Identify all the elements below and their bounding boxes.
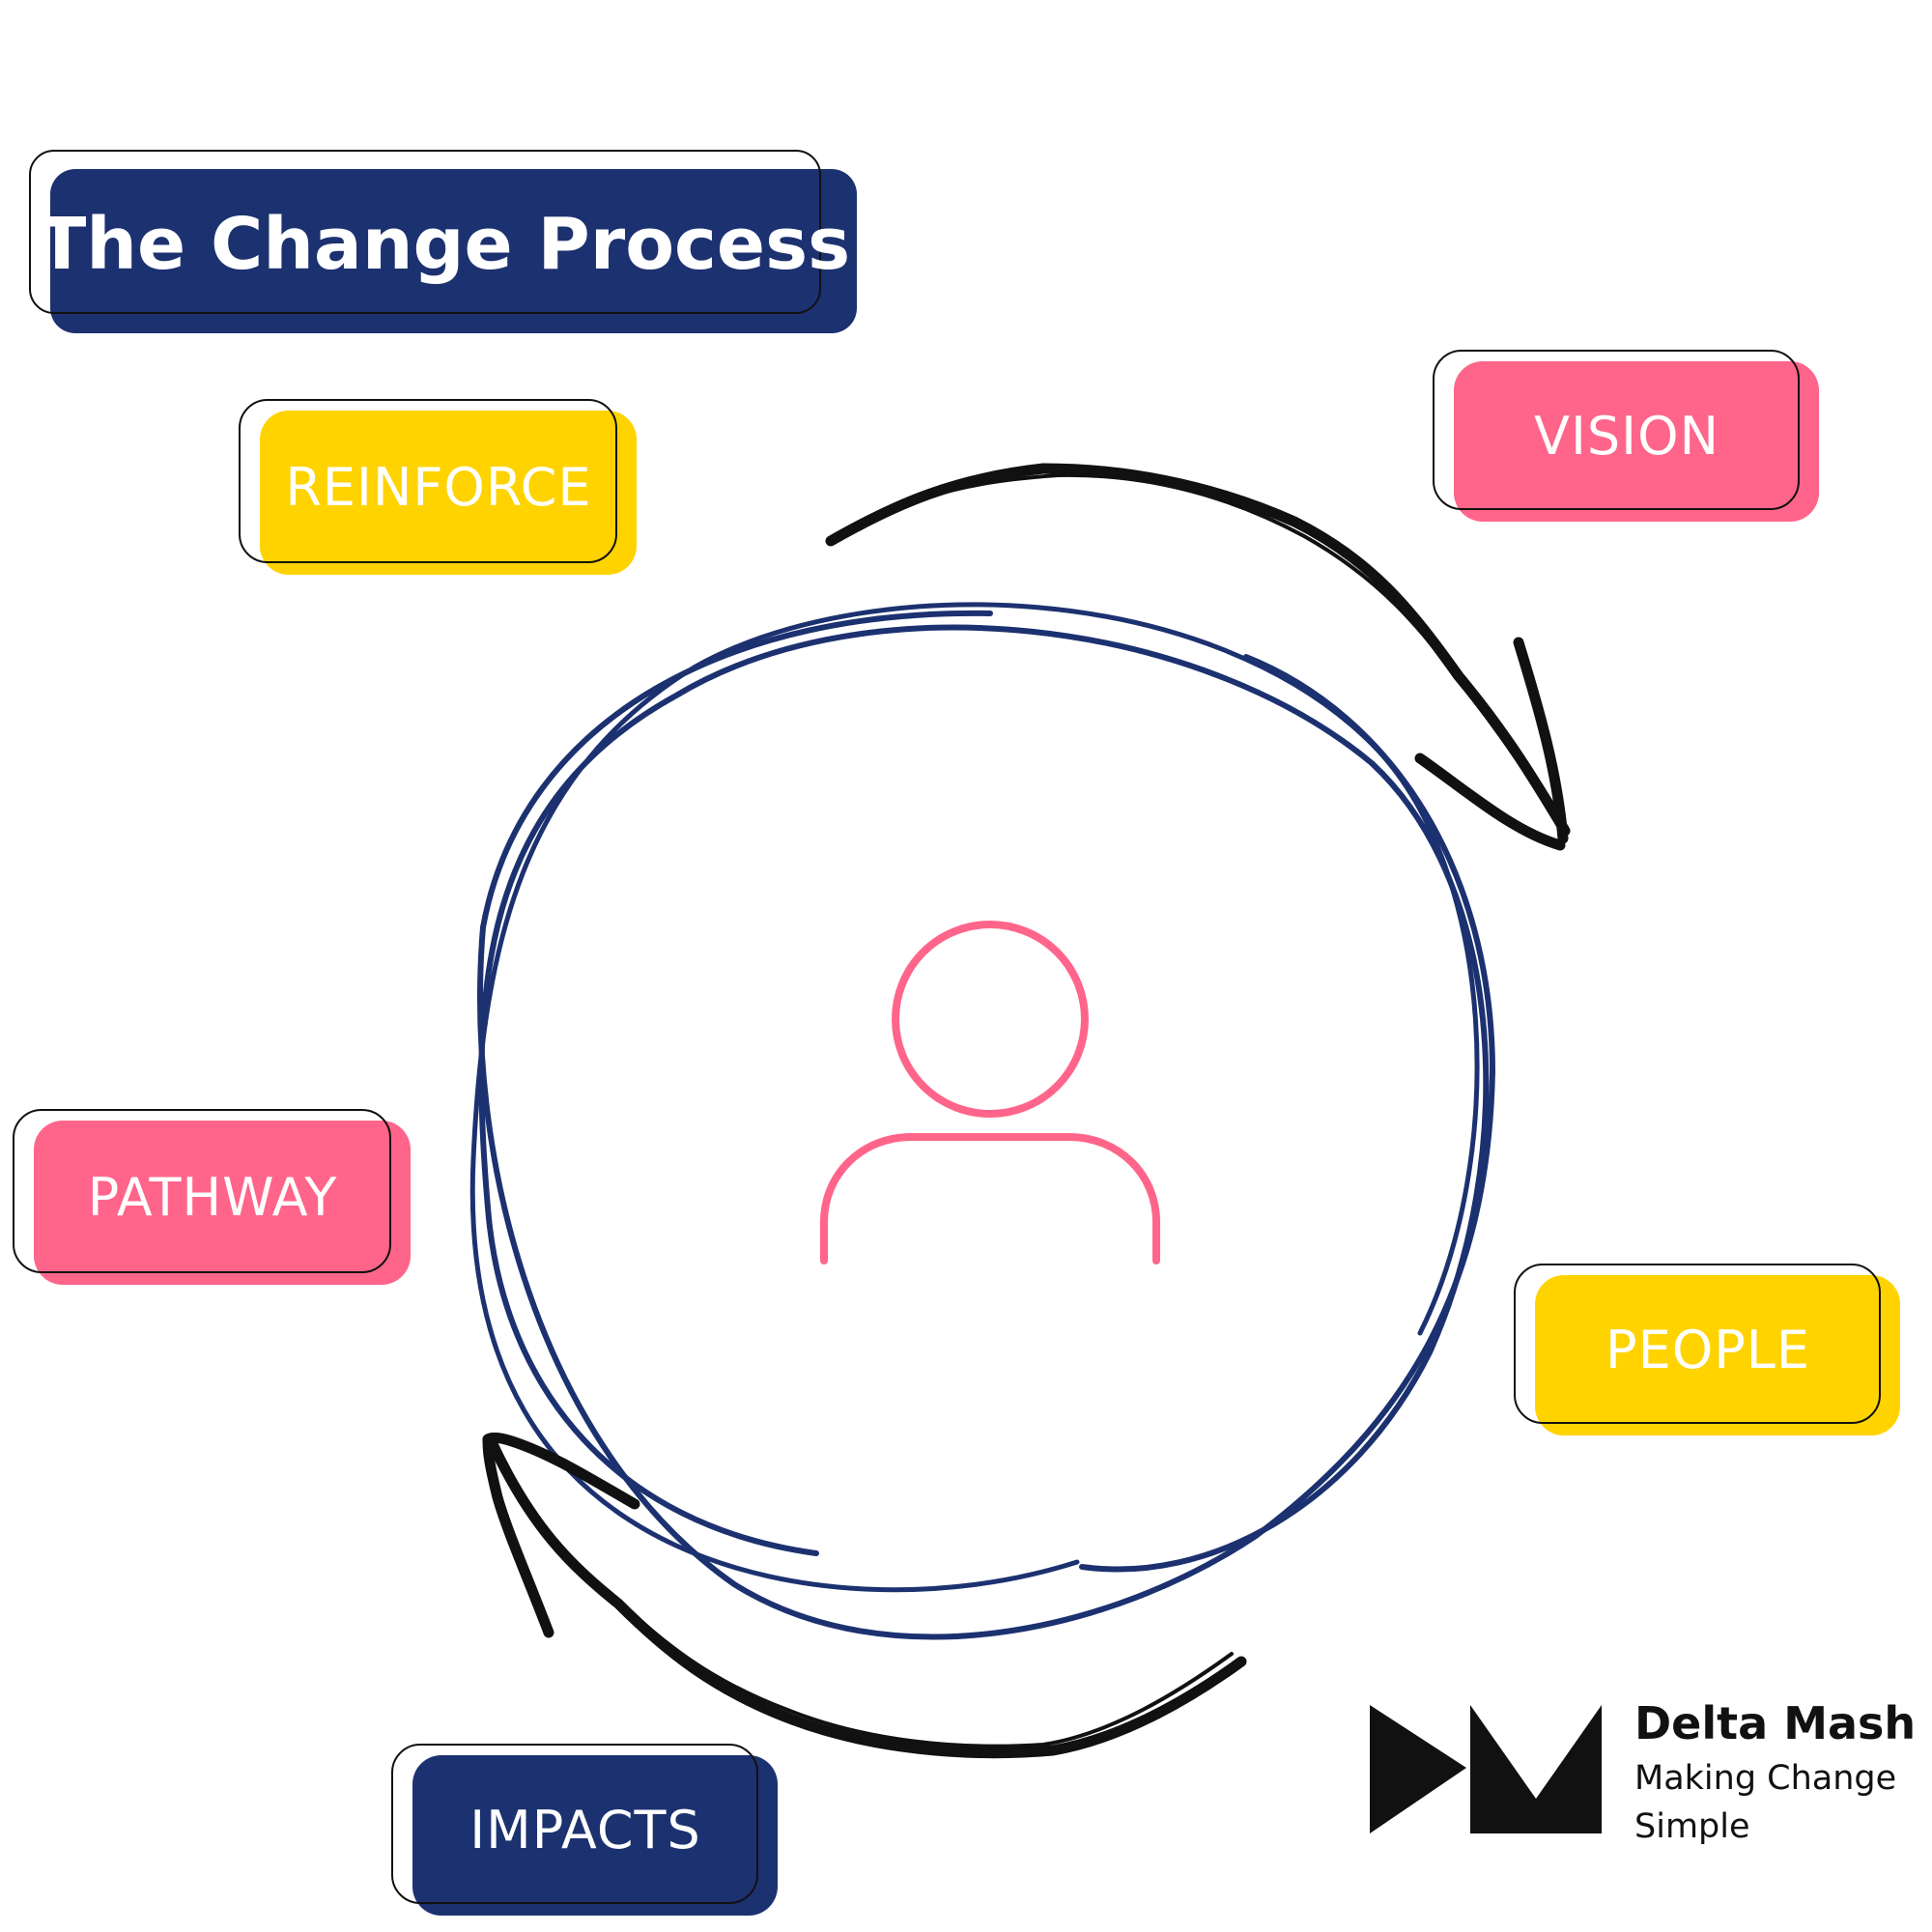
stage-impacts-label: IMPACTS bbox=[469, 1799, 701, 1861]
brand-name: Delta Mash bbox=[1634, 1697, 1917, 1749]
stage-pathway-fill bbox=[34, 1121, 411, 1285]
delta-mash-logo bbox=[1370, 1705, 1602, 1833]
title-fill bbox=[50, 169, 857, 333]
stage-impacts-outline bbox=[391, 1744, 758, 1904]
stage-vision-outline bbox=[1433, 350, 1800, 510]
stage-pathway-label: PATHWAY bbox=[87, 1166, 338, 1228]
stage-reinforce-fill bbox=[260, 411, 637, 575]
stage-vision-label: VISION bbox=[1534, 405, 1719, 467]
title-outline bbox=[29, 150, 821, 314]
stage-reinforce-label: REINFORCE bbox=[285, 456, 592, 518]
person-icon bbox=[820, 921, 1160, 1264]
arrow-bottom-left-icon bbox=[482, 1432, 1247, 1759]
cycle-circle bbox=[469, 602, 1496, 1640]
stage-impacts-fill bbox=[412, 1755, 778, 1916]
stage-vision-fill bbox=[1454, 361, 1819, 522]
page-title: The Change Process bbox=[37, 202, 851, 286]
stage-people-fill bbox=[1535, 1275, 1900, 1435]
arrow-top-right-icon bbox=[825, 463, 1571, 851]
stage-people-label: PEOPLE bbox=[1605, 1319, 1810, 1380]
stage-pathway-outline bbox=[13, 1109, 391, 1273]
brand-tagline: Making Change Simple bbox=[1634, 1759, 1897, 1846]
stage-reinforce-outline bbox=[239, 399, 617, 563]
stage-people-outline bbox=[1514, 1264, 1881, 1424]
